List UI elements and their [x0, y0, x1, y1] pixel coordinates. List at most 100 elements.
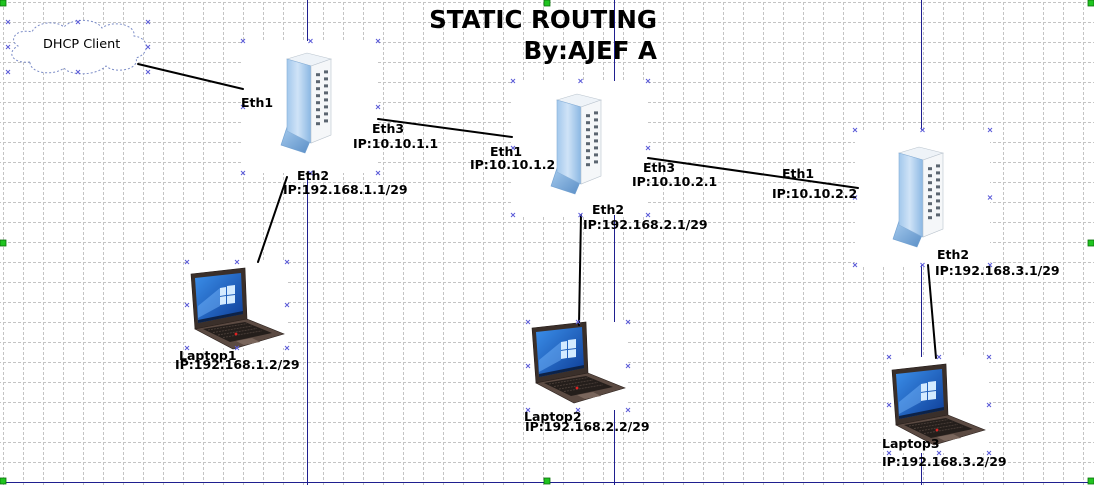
selection-handle[interactable] [0, 0, 7, 7]
link-router1-router2[interactable] [377, 118, 513, 138]
connection-point[interactable] [645, 78, 651, 84]
link-router3-laptop3[interactable] [927, 264, 937, 359]
connection-point[interactable] [936, 354, 942, 360]
connection-point[interactable] [525, 319, 531, 325]
connection-point[interactable] [234, 259, 240, 265]
connection-point[interactable] [234, 345, 240, 351]
connection-point[interactable] [645, 212, 651, 218]
connection-point[interactable] [75, 19, 81, 25]
router-3-eth1-label: Eth1 [782, 166, 815, 181]
router-2[interactable] [513, 81, 648, 215]
connectors [137, 63, 937, 359]
router-1-eth1-label: Eth1 [241, 95, 274, 110]
router-3-eth2-ip: IP:192.168.3.1/29 [935, 263, 1060, 278]
selection-handle[interactable] [0, 239, 7, 247]
connection-point[interactable] [886, 402, 892, 408]
connection-point[interactable] [886, 354, 892, 360]
connection-point[interactable] [852, 262, 858, 268]
dhcp-client-cloud[interactable] [11, 19, 147, 75]
connection-point[interactable] [920, 262, 925, 268]
laptop-3-ip: IP:192.168.3.2/29 [882, 454, 1007, 469]
connection-point[interactable] [986, 402, 992, 408]
connection-point[interactable] [986, 354, 992, 360]
router-3[interactable] [855, 130, 990, 265]
connection-point[interactable] [375, 170, 381, 176]
connection-point[interactable] [375, 38, 381, 44]
selection-handle[interactable] [1087, 239, 1094, 247]
selection-handle[interactable] [543, 0, 551, 7]
connection-point[interactable] [936, 450, 942, 456]
connection-point[interactable] [575, 407, 581, 413]
laptop-2[interactable] [528, 321, 628, 410]
connection-point[interactable] [240, 170, 246, 176]
connection-point[interactable] [184, 345, 190, 351]
connection-point[interactable] [145, 69, 151, 75]
connection-point[interactable] [525, 407, 531, 413]
laptop-1[interactable] [187, 262, 287, 350]
connection-point[interactable] [645, 145, 651, 151]
connection-point[interactable] [375, 104, 381, 110]
connection-point[interactable] [308, 38, 313, 44]
connection-point[interactable] [987, 195, 993, 200]
laptop-1-label: Laptop1 [179, 348, 237, 363]
connection-point[interactable] [184, 259, 190, 265]
connection-point[interactable] [920, 127, 925, 133]
connection-point[interactable] [625, 407, 631, 413]
laptop-2-label: Laptop2 [524, 409, 582, 424]
connection-point[interactable] [578, 78, 583, 84]
connection-point[interactable] [240, 104, 246, 110]
connection-point[interactable] [987, 127, 993, 133]
connection-point[interactable] [5, 69, 11, 75]
link-router2-router3[interactable] [647, 157, 859, 189]
selection-handle[interactable] [1087, 477, 1094, 485]
connection-point[interactable] [578, 212, 583, 218]
router-1-eth2-label: Eth2 [297, 168, 330, 183]
connection-point[interactable] [852, 195, 858, 200]
connection-point[interactable] [5, 44, 11, 50]
connection-point[interactable] [510, 212, 516, 218]
router-2-eth2-ip: IP:192.168.2.1/29 [583, 217, 708, 232]
connection-point[interactable] [510, 145, 516, 151]
selection-handle[interactable] [1087, 0, 1094, 7]
connection-point[interactable] [625, 363, 631, 369]
router-icon [280, 52, 332, 154]
title-text: STATIC ROUTING [429, 5, 657, 34]
link-dhcp-router1[interactable] [137, 63, 244, 90]
link-router1-laptop1[interactable] [257, 176, 288, 263]
connection-point[interactable] [625, 319, 631, 325]
router-2-eth3-label: Eth3 [643, 160, 676, 175]
laptop-3[interactable] [889, 357, 989, 453]
connection-point[interactable] [284, 302, 290, 308]
dhcp-client-label: DHCP Client [43, 37, 121, 52]
connection-point[interactable] [987, 262, 993, 268]
connection-point[interactable] [986, 450, 992, 456]
link-router2-laptop2[interactable] [578, 214, 582, 326]
connection-point[interactable] [75, 69, 81, 75]
connection-point[interactable] [240, 38, 246, 44]
selection-handle[interactable] [0, 477, 7, 485]
connection-point[interactable] [145, 44, 151, 50]
laptop-2-ip: IP:192.168.2.2/29 [525, 419, 650, 434]
connection-point[interactable] [284, 345, 290, 351]
connection-point[interactable] [575, 319, 581, 325]
connection-point[interactable] [284, 259, 290, 265]
router-1-eth3-ip: IP:10.10.1.1 [353, 136, 439, 151]
router-3-eth1-ip: IP:10.10.2.2 [772, 186, 858, 201]
connection-point[interactable] [510, 78, 516, 84]
connection-point[interactable] [852, 127, 858, 133]
connection-point[interactable] [184, 302, 190, 308]
laptop-3-label: Laptop3 [882, 436, 940, 451]
connection-point[interactable] [886, 450, 892, 456]
connection-point[interactable] [525, 363, 531, 369]
laptop-1-ip: IP:192.168.1.2/29 [175, 357, 300, 372]
router-3-eth2-label: Eth2 [937, 247, 970, 262]
router-1[interactable] [243, 41, 378, 173]
connection-point[interactable] [5, 19, 11, 25]
router-1-eth2-ip: IP:192.168.1.1/29 [283, 182, 408, 197]
selection-handle[interactable] [543, 477, 551, 485]
connection-point[interactable] [308, 170, 313, 176]
connection-point[interactable] [145, 19, 151, 25]
router-2-eth1-label: Eth1 [490, 144, 523, 159]
